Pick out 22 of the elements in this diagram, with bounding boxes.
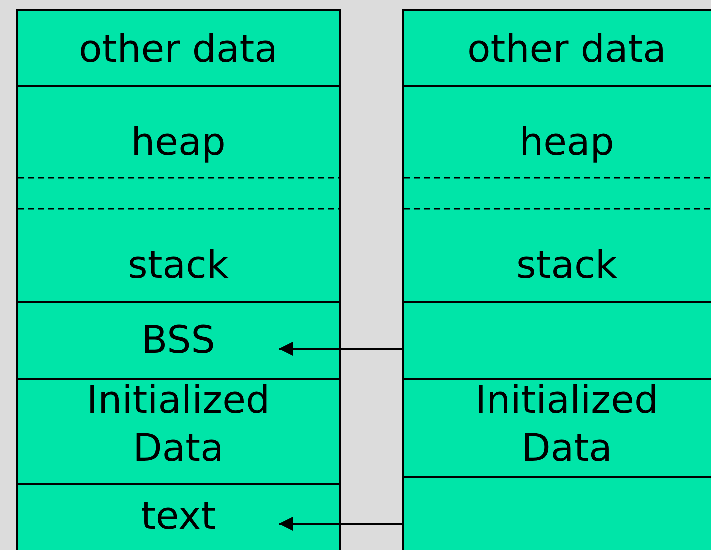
segment-label: heap <box>520 119 614 165</box>
memory-segment-box <box>16 301 341 380</box>
memory-segment-box <box>16 483 341 550</box>
memory-segment-box <box>16 9 341 87</box>
segment-label: text <box>141 493 216 539</box>
memory-segment-box <box>16 378 341 485</box>
segment-label: other data <box>468 26 666 72</box>
segment-label: stack <box>516 242 618 288</box>
segment-label: other data <box>79 26 278 72</box>
memory-segment-box <box>402 9 711 87</box>
memory-segment-box <box>16 85 341 303</box>
arrow <box>279 342 402 356</box>
segment-label: Initialized Data <box>474 377 660 472</box>
memory-segment-box <box>402 85 711 303</box>
segment-label: stack <box>128 242 229 288</box>
empty-segment-box <box>402 301 711 380</box>
empty-segment-box <box>402 476 711 550</box>
segment-label: BSS <box>142 317 216 363</box>
memory-segment-box <box>402 378 711 478</box>
segment-label: heap <box>131 119 226 165</box>
arrow <box>279 517 402 531</box>
segment-label: Initialized Data <box>86 377 272 472</box>
